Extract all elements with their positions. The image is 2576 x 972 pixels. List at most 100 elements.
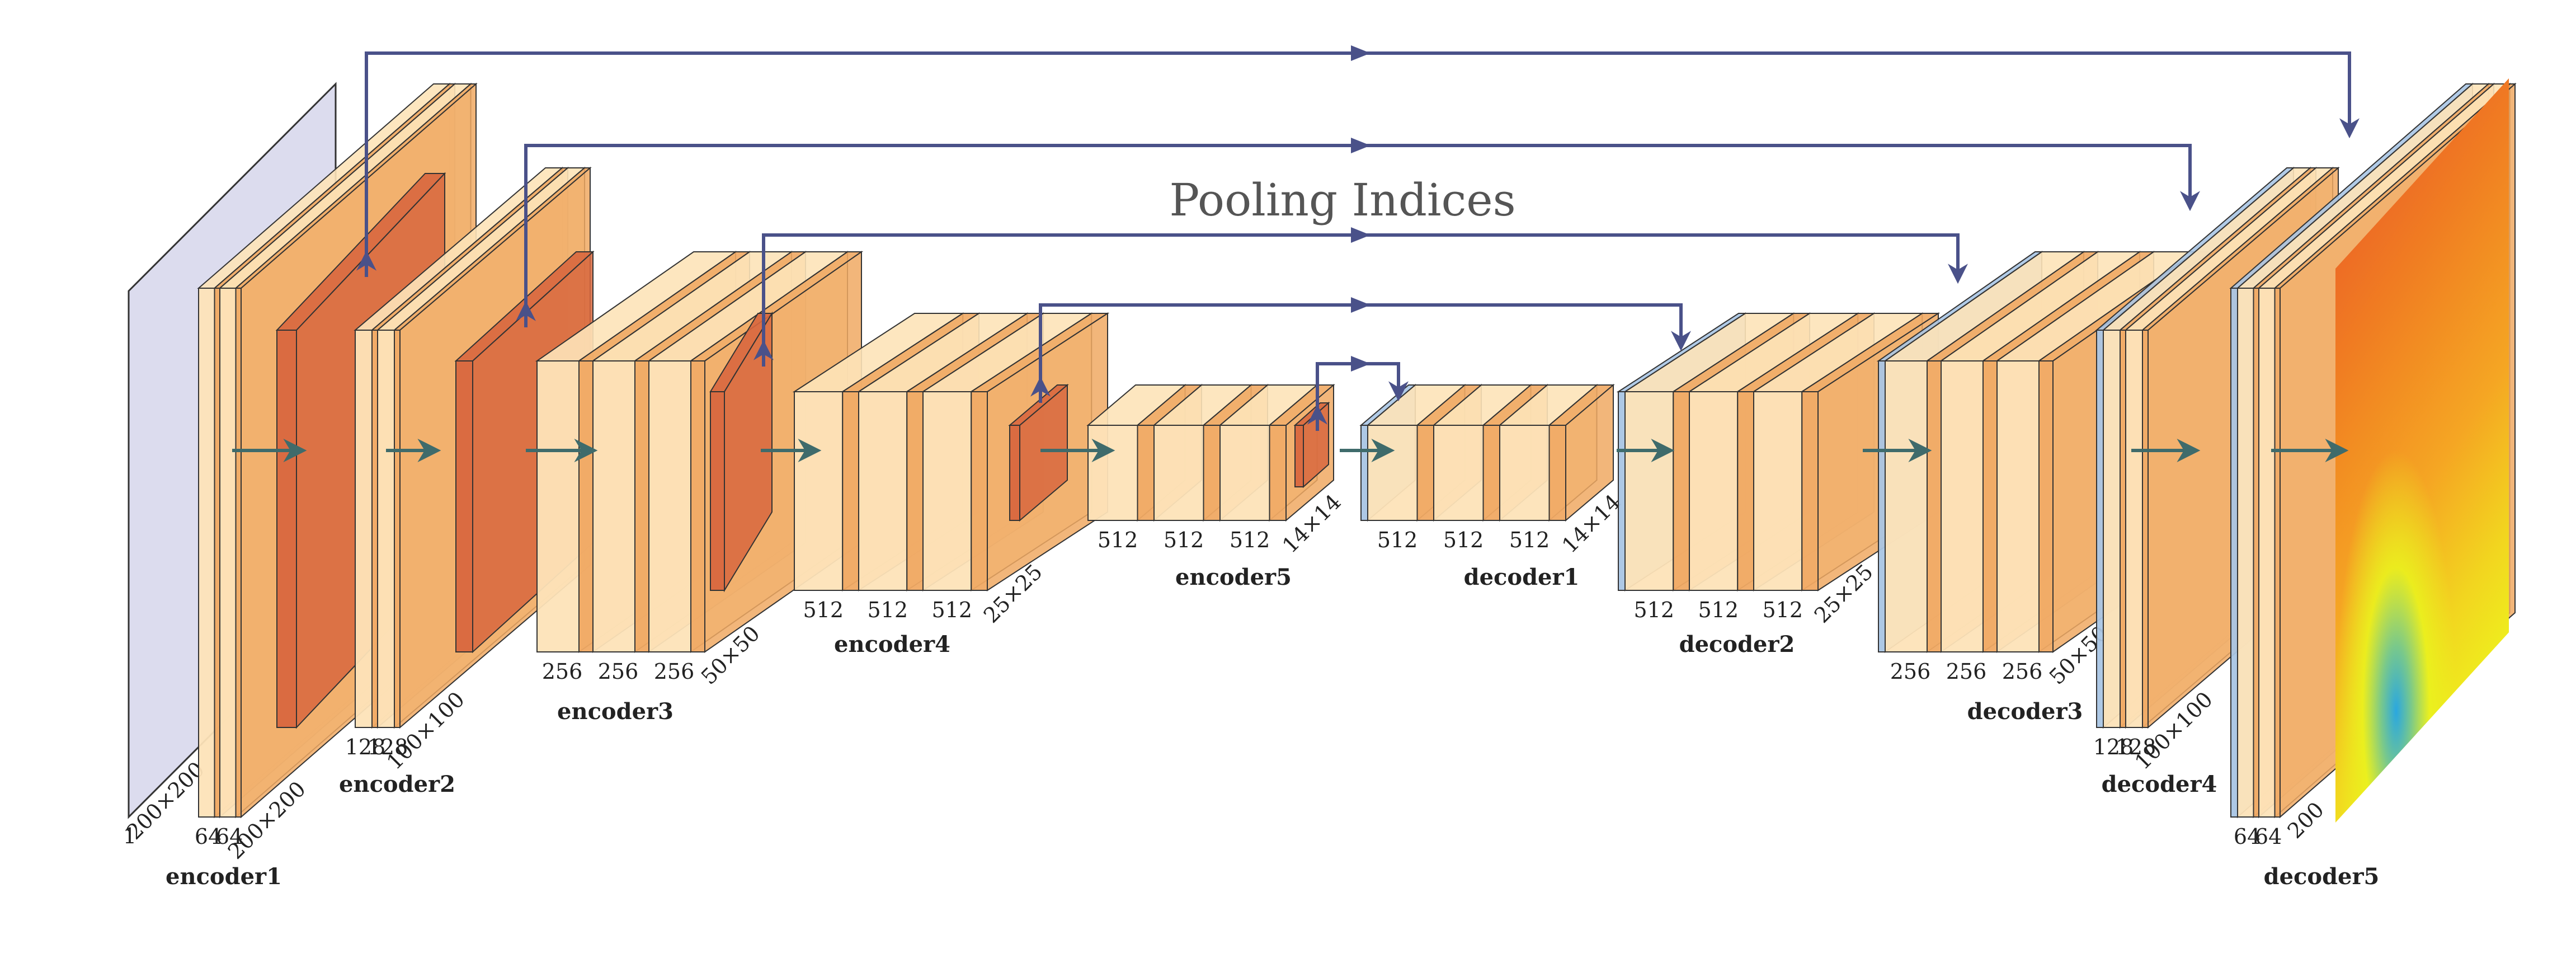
encoder5-conv-2-b-front (1269, 425, 1287, 521)
decoder3-conv-0-b-front (1927, 360, 1942, 652)
decoder2-conv-2-b-front (1801, 391, 1819, 591)
encoder1-label: encoder1 (166, 863, 282, 890)
decoder4-conv-1-b-front (2142, 330, 2149, 728)
decoder5-conv-1-b-front (2274, 288, 2281, 818)
decoder5-conv-0-a-front (2237, 288, 2254, 818)
decoder1-channel-label: 512 (1509, 528, 1550, 552)
decoder1-conv-0-b-front (1416, 425, 1434, 521)
decoder1-conv-1-a-front (1433, 425, 1484, 521)
decoder2-channel-label: 512 (1698, 598, 1739, 622)
decoder2-channel-label: 512 (1633, 598, 1674, 622)
decoder2-conv-1-a-front (1689, 391, 1739, 591)
decoder5-label: decoder5 (2264, 863, 2380, 890)
encoder3-conv-1-b-front (634, 360, 649, 652)
decoder2-conv-0-b-front (1673, 391, 1690, 591)
decoder3-label: decoder3 (1967, 698, 2083, 725)
encoder2-pool-layer-front (455, 360, 473, 652)
decoder2-conv-0-a-front (1624, 391, 1674, 591)
encoder2-conv-0-a-front (355, 330, 373, 728)
encoder2-conv-1-b-front (394, 330, 401, 728)
input-channels-label: 1 (123, 824, 136, 848)
decoder3-conv-1-b-front (1982, 360, 1998, 652)
decoder1-channel-label: 512 (1377, 528, 1418, 552)
encoder4-channel-label: 512 (803, 598, 844, 622)
decoder3-conv-1-a-front (1941, 360, 1984, 652)
encoder5-channel-label: 512 (1098, 528, 1138, 552)
pooling-indices-mid-arrowhead-1 (1351, 138, 1371, 153)
encoder4-label: encoder4 (834, 631, 950, 658)
decoder1-conv-2-a-front (1499, 425, 1550, 521)
decoder1-unpool-layer-front (1360, 425, 1368, 521)
encoder3-channel-label: 256 (654, 659, 695, 684)
decoder5-channel-label: 64 (2234, 824, 2261, 849)
heatmap-hotspot (2335, 78, 2509, 823)
encoder5-pool-layer-front (1294, 425, 1304, 487)
encoder3-pool-layer-front (710, 391, 725, 591)
encoder1-channel-label: 64 (195, 824, 222, 849)
encoder4-conv-0-a-front (794, 391, 844, 591)
encoder2-conv-0-b-front (371, 330, 378, 728)
decoder5-unpool-layer-front (2230, 288, 2238, 818)
encoder2-label: encoder2 (339, 771, 455, 797)
decoder2-conv-1-b-front (1737, 391, 1754, 591)
encoder3-conv-2-a-front (648, 360, 691, 652)
decoder4-label: decoder4 (2102, 771, 2217, 797)
decoder2-channel-label: 512 (1762, 598, 1803, 622)
decoder3-channel-label: 256 (1946, 659, 1987, 684)
encoder1-conv-1-a-front (219, 288, 237, 818)
encoder4-channel-label: 512 (867, 598, 908, 622)
encoder4-conv-2-b-front (971, 391, 988, 591)
encoder2-conv-1-a-front (377, 330, 395, 728)
decoder3-channel-label: 256 (2002, 659, 2043, 684)
encoder5-conv-0-a-front (1087, 425, 1138, 521)
encoder4-channel-label: 512 (931, 598, 972, 622)
encoder1-conv-0-b-front (214, 288, 220, 818)
encoder5-conv-0-b-front (1137, 425, 1155, 521)
pooling-indices-mid-arrowhead-3 (1351, 297, 1371, 313)
decoder3-conv-2-b-front (2038, 360, 2054, 652)
encoder3-label: encoder3 (557, 698, 674, 725)
encoder5-label: encoder5 (1175, 564, 1292, 590)
decoder1-conv-0-a-front (1367, 425, 1418, 521)
decoder2-label: decoder2 (1679, 631, 1795, 658)
decoder4-channel-label: 128 (2116, 735, 2156, 759)
decoder4-conv-0-a-front (2103, 330, 2121, 728)
encoder5-conv-2-a-front (1219, 425, 1270, 521)
pooling-indices-mid-arrowhead-4 (1351, 356, 1371, 372)
encoder4-conv-0-b-front (842, 391, 859, 591)
decoder4-channel-label: 128 (2093, 735, 2134, 759)
encoder2-channel-label: 128 (345, 735, 386, 759)
decoder2-conv-2-a-front (1753, 391, 1803, 591)
output-heatmap (2335, 78, 2509, 823)
encoder3-conv-2-b-front (690, 360, 705, 652)
encoder3-channel-label: 256 (598, 659, 639, 684)
encoder5-conv-1-b-front (1203, 425, 1221, 521)
decoder1-conv-1-b-front (1482, 425, 1500, 521)
encoder1-channel-label: 64 (216, 824, 243, 849)
pooling-indices-arrow-3 (1039, 303, 1691, 381)
encoder2-channel-label: 128 (368, 735, 408, 759)
encoder5-conv-1-a-front (1153, 425, 1204, 521)
decoder4-unpool-layer-front (2096, 330, 2104, 728)
decoder3-unpool-layer-front (1878, 360, 1886, 652)
decoder4-conv-0-b-front (2120, 330, 2126, 728)
decoder2-unpool-layer-front (1618, 391, 1626, 591)
encoder3-conv-1-a-front (592, 360, 635, 652)
decoder1-label: decoder1 (1464, 564, 1580, 590)
decoder4-conv-1-a-front (2125, 330, 2143, 728)
encoder4-conv-2-a-front (922, 391, 972, 591)
encoder3-conv-0-b-front (578, 360, 594, 652)
decoder5-channel-label: 64 (2255, 824, 2282, 849)
encoder4-conv-1-b-front (906, 391, 924, 591)
encoder4-pool-layer-front (1009, 425, 1020, 521)
encoder5-channel-label: 512 (1230, 528, 1270, 552)
diagram-title: Pooling Indices (1169, 174, 1515, 226)
encoder5-channel-label: 512 (1164, 528, 1204, 552)
decoder1-conv-2-b-front (1548, 425, 1566, 521)
decoder3-conv-0-a-front (1885, 360, 1928, 652)
